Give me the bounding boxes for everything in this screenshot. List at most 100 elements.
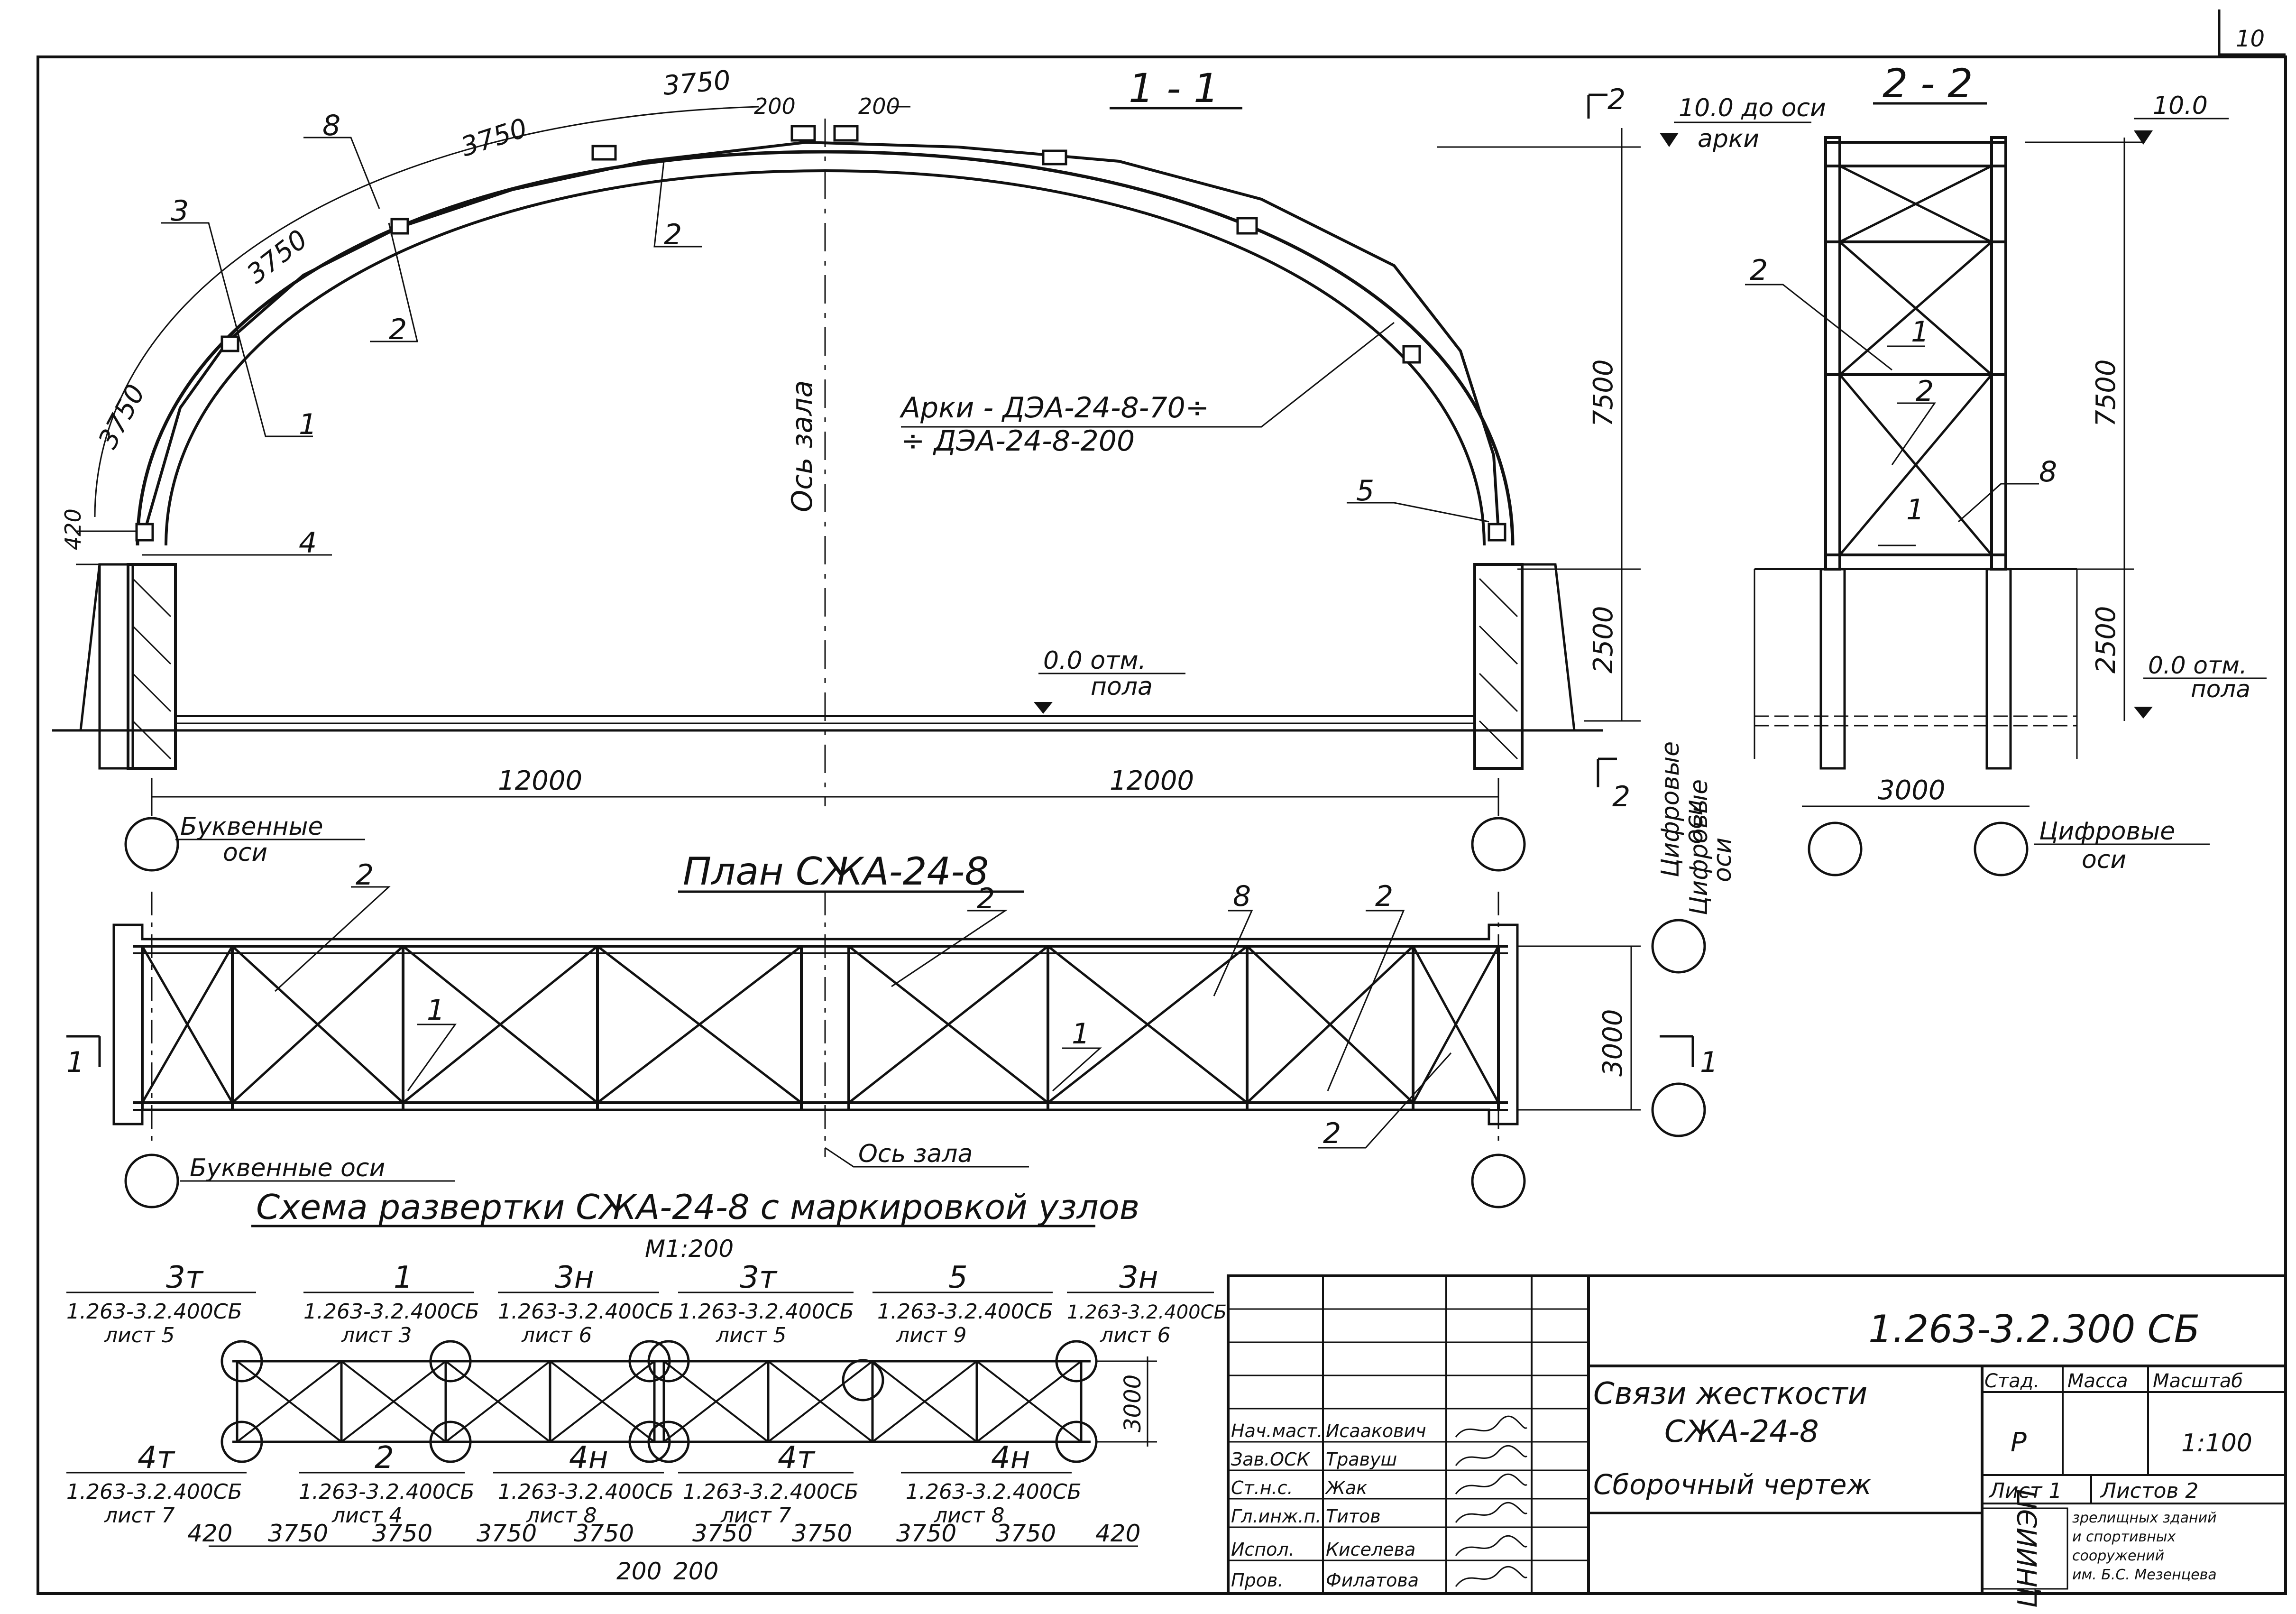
tb-staff: Нач.маст. Исаакович Зав.ОСК Травуш Ст.н.… — [1231, 1420, 1426, 1591]
doc-code: 1.263-3.2.300 СБ — [1868, 1307, 2200, 1351]
node-top-6-sheet: лист 6 — [1100, 1323, 1171, 1347]
s22-callout-1-top: 1 — [1911, 315, 1929, 349]
title-block: 1.263-3.2.300 СБ Связи жесткости СЖА-24-… — [1227, 1274, 2287, 1608]
sheet-corner-number: 10 — [2236, 26, 2265, 52]
node-bottom-4-mark: 4т — [778, 1440, 816, 1476]
scheme-dim-10: 420 — [1095, 1520, 1140, 1547]
scheme-center-dim-2: 200 — [673, 1558, 718, 1585]
s22-mark-top: 10.0 — [2153, 92, 2208, 120]
tb-title-1: Связи жесткости — [1593, 1376, 1867, 1411]
arch-label-line1: Арки - ДЭА-24-8-70÷ — [899, 391, 1209, 424]
plan-callout-1-left: 1 — [427, 994, 445, 1027]
arch-callout-5: 5 — [1356, 474, 1374, 507]
arch-dim-3750-1: 3750 — [92, 379, 151, 453]
staff-4-name: Титов — [1326, 1506, 1381, 1527]
plan-callout-2-bottom: 2 — [1323, 1117, 1341, 1150]
arch-dim-3750-4: 3750 — [662, 65, 732, 101]
node-bottom-5-sheet: лист 8 — [934, 1503, 1005, 1528]
arch-span-left: 12000 — [498, 765, 582, 796]
plan-digit-axis-top-bubble — [1651, 919, 1706, 974]
node-bottom-2-mark: 2 — [375, 1440, 394, 1476]
node-top-4-mark: 3т — [740, 1260, 778, 1295]
arch-floor-mark-2: пола — [1091, 673, 1153, 701]
plan-letter-axis-right-bubble — [1471, 1153, 1526, 1208]
tb-stage: Р — [2011, 1427, 2027, 1458]
plan-width-dim: 3000 — [1598, 1009, 1628, 1077]
tb-sheet: Лист 1 — [1988, 1479, 2062, 1503]
arch-callout-2-left: 2 — [389, 313, 407, 346]
node-bottom-5-mark: 4н — [991, 1440, 1030, 1476]
s22-callout-2-mid: 2 — [1916, 375, 1934, 408]
arch-dim-3750-3: 3750 — [457, 112, 531, 163]
plan-callout-2-right: 2 — [1375, 880, 1393, 913]
scheme-scale: М1:200 — [645, 1235, 734, 1263]
arch-callout-8: 8 — [322, 109, 340, 142]
s22-callout-2-top: 2 — [1750, 254, 1768, 287]
arch-dim-200-right: 200 — [858, 93, 900, 119]
tb-org-4: им. Б.С. Мезенцева — [2072, 1567, 2217, 1583]
arch-letter-axis-right-bubble — [1471, 817, 1526, 872]
tb-org-3: сооружений — [2072, 1548, 2164, 1564]
arch-to-axis-2: арки — [1698, 125, 1759, 153]
arch-letter-axes-1: Буквенные — [180, 812, 323, 841]
tb-scale-header: Масштаб — [2153, 1370, 2243, 1392]
plan-callout-1-right: 1 — [1072, 1017, 1090, 1051]
scheme-node-circles — [220, 1340, 1098, 1463]
scheme-bottom-dims: 420 3750 3750 3750 3750 3750 3750 3750 3… — [187, 1520, 1140, 1547]
arch-foundations — [79, 563, 1576, 770]
staff-3-role: Ст.н.с. — [1231, 1477, 1293, 1498]
node-top-2-ref: 1.263-3.2.400СБ — [303, 1300, 479, 1324]
arch-section: 1 - 1 — [52, 65, 1826, 877]
arch-span-right: 12000 — [1110, 765, 1194, 796]
scheme-dim-1: 420 — [187, 1520, 232, 1547]
arch-bracing-chord — [143, 140, 1500, 532]
staff-2-role: Зав.ОСК — [1231, 1449, 1311, 1470]
staff-6-name: Филатова — [1326, 1570, 1419, 1591]
tb-org-2: и спортивных — [2072, 1529, 2176, 1545]
sheet-frame: 10 — [37, 9, 2287, 1595]
node-top-3-ref: 1.263-3.2.400СБ — [498, 1300, 674, 1324]
arch-callout-3: 3 — [171, 194, 189, 228]
arch-dim-200-left: 200 — [754, 93, 796, 119]
arch-callout-2-top: 2 — [664, 218, 682, 251]
staff-5-role: Испол. — [1231, 1539, 1295, 1560]
s22-height-upper: 7500 — [2091, 359, 2122, 427]
s22-height-lower: 2500 — [2091, 606, 2122, 673]
node-top-4-ref: 1.263-3.2.400СБ — [678, 1300, 854, 1324]
s22-callout-1-bottom: 1 — [1906, 493, 1924, 526]
node-top-2-mark: 1 — [394, 1260, 413, 1295]
scheme-bottom-labels: 4т 1.263-3.2.400СБ лист 7 2 1.263-3.2.40… — [66, 1440, 1082, 1528]
tb-mass-header: Масса — [2067, 1370, 2128, 1392]
node-top-5-ref: 1.263-3.2.400СБ — [877, 1300, 1053, 1324]
node-bottom-3-ref: 1.263-3.2.400СБ — [498, 1480, 674, 1504]
staff-1-name: Исаакович — [1326, 1420, 1426, 1441]
node-bottom-2-sheet: лист 4 — [331, 1503, 403, 1528]
node-bottom-4-ref: 1.263-3.2.400СБ — [683, 1480, 859, 1504]
scheme-dim-5: 3750 — [574, 1520, 634, 1547]
plan-digit-axes-2: оси — [1708, 838, 1737, 882]
node-top-3-mark: 3н — [555, 1260, 594, 1295]
plan-letter-axis-left-bubble — [124, 1153, 179, 1208]
node-top-3-sheet: лист 6 — [521, 1323, 592, 1347]
scheme-title: Схема развертки СЖА-24-8 с маркировкой у… — [256, 1187, 1139, 1227]
scheme-dim-9: 3750 — [996, 1520, 1056, 1547]
s22-callout-8: 8 — [2039, 455, 2057, 489]
plan-callout-2-left: 2 — [356, 858, 374, 892]
arch-digit-axes-2: оси — [1680, 800, 1708, 844]
scheme-top-labels: 3т 1.263-3.2.400СБ лист 5 1 1.263-3.2.40… — [66, 1260, 1227, 1347]
plan-callout-8: 8 — [1233, 880, 1251, 913]
node-bottom-3-mark: 4н — [569, 1440, 608, 1476]
tb-scale: 1:100 — [2181, 1429, 2252, 1457]
s22-digit-axes-1: Цифровые — [2039, 817, 2175, 846]
plan-digit-axes-1: Цифровые — [1685, 779, 1713, 915]
node-top-5-mark: 5 — [948, 1260, 968, 1295]
plan-cut-1-left: 1 — [66, 1046, 84, 1079]
arch-hall-axis-label: Ось зала — [786, 380, 819, 512]
scheme-center-dim-1: 200 — [616, 1558, 661, 1585]
s22-floor-mark-2: пола — [2191, 675, 2250, 703]
s22-floor-mark-1: 0.0 отм. — [2148, 652, 2247, 679]
scheme-dim-6: 3750 — [692, 1520, 753, 1547]
arch-callout-1: 1 — [299, 408, 317, 441]
staff-1-role: Нач.маст. — [1231, 1420, 1322, 1441]
